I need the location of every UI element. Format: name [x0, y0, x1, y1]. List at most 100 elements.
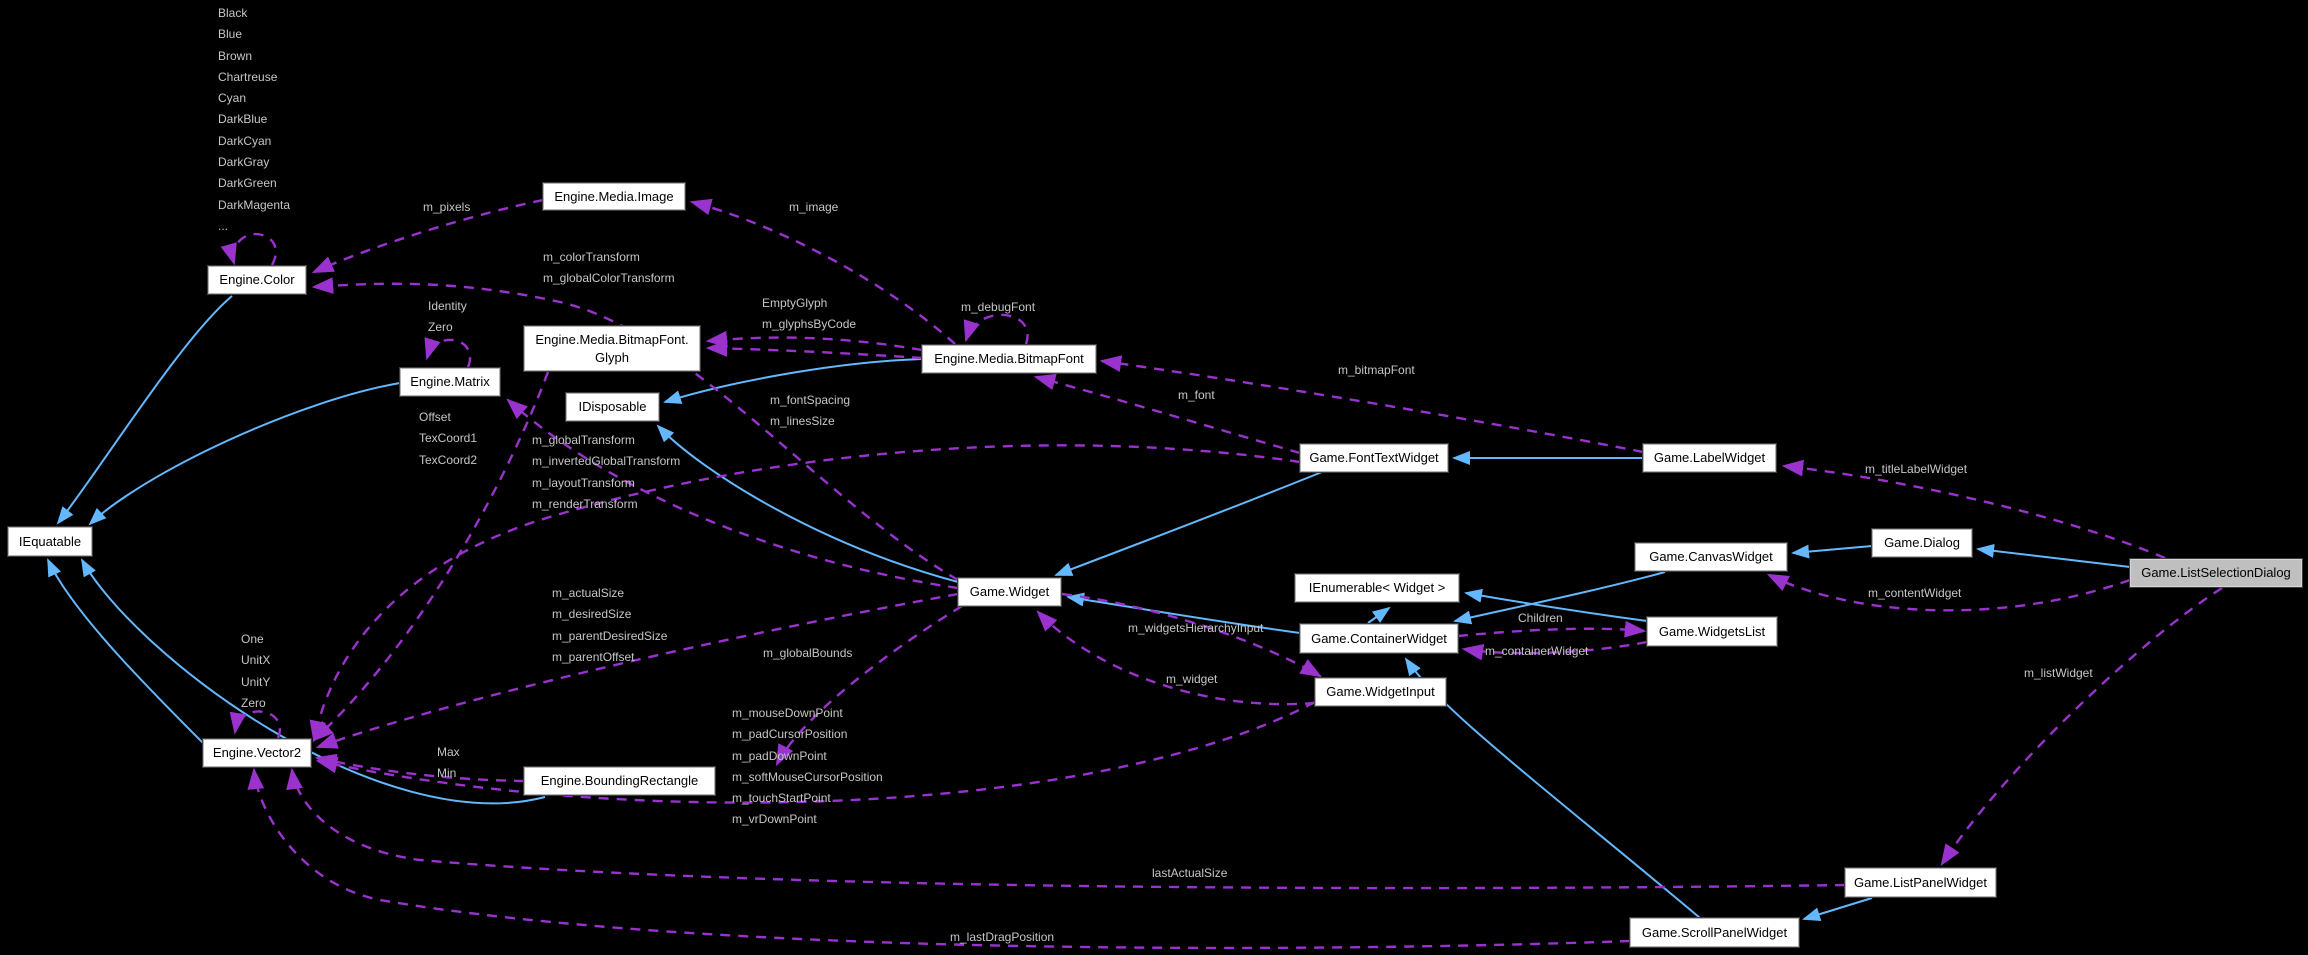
edge-matrix-self-loop	[424, 337, 472, 368]
edge-label-line: Zero	[428, 320, 453, 335]
edge-dialog-to-canvaswidget	[1791, 544, 1873, 559]
edge-containerwidget-to-widget	[1066, 592, 1301, 634]
node-label: Engine.Matrix	[410, 374, 490, 390]
edge-widgetslist-to-ienumerable	[1464, 588, 1648, 622]
edge-label-m-image: m_image	[789, 200, 839, 214]
node-game-widgetslist[interactable]: Game.WidgetsList	[1647, 617, 1777, 646]
node-label: Game.WidgetsList	[1658, 623, 1766, 639]
node-engine-media-image[interactable]: Engine.Media.Image	[543, 183, 685, 210]
node-game-widgetinput[interactable]: Game.WidgetInput	[1315, 678, 1446, 706]
node-label: Game.ScrollPanelWidget	[1641, 924, 1788, 940]
edge-label-line: m_touchStartPoint	[732, 791, 831, 806]
node-label: Engine.BoundingRectangle	[540, 773, 699, 789]
node-ienumerable-widget[interactable]: IEnumerable< Widget >	[1295, 574, 1459, 602]
node-engine-media-bitmapfont-glyph[interactable]: Engine.Media.BitmapFont. Glyph	[524, 326, 700, 371]
edge-label-line: m_layoutTransform	[532, 475, 635, 490]
edge-color-self-loop	[220, 233, 277, 266]
edge-containerwidget-to-ienumerable	[1367, 606, 1391, 624]
node-label: IDisposable	[578, 399, 647, 415]
edge-label-line: Blue	[218, 27, 243, 42]
edge-containerwidget-to-widgetslist	[1457, 620, 1647, 638]
edge-listpanelwidget-to-scrollpanelwidget	[1802, 897, 1873, 921]
node-game-dialog[interactable]: Game.Dialog	[1872, 529, 1972, 557]
edge-vector2-to-iequatable	[47, 558, 205, 745]
node-label: IEquatable	[18, 533, 82, 549]
edge-label-line: Zero	[241, 695, 266, 710]
node-label: Game.FontTextWidget	[1309, 450, 1439, 466]
node-iequatable[interactable]: IEquatable	[8, 527, 92, 556]
edge-widget-to-vector2-sizes	[315, 592, 959, 749]
edge-listselectiondialog-to-listpanelwidget	[1940, 586, 2223, 867]
edge-label-lastactualsize: lastActualSize	[1152, 866, 1228, 880]
node-label: Game.Widget	[969, 584, 1050, 600]
edge-boundingrectangle-to-vector2	[314, 753, 525, 783]
edge-label-line: Max	[437, 745, 460, 759]
edge-widgetinput-to-widget	[1036, 610, 1316, 706]
edge-fonttextwidget-to-vector2	[309, 444, 1301, 743]
node-game-listpanelwidget[interactable]: Game.ListPanelWidget	[1845, 868, 1996, 897]
edge-label-line: UnitY	[241, 674, 271, 689]
node-label: Engine.Media.Image	[554, 188, 674, 204]
edge-labelwidget-to-bitmapfont	[1099, 355, 1644, 454]
node-label: Game.WidgetInput	[1326, 684, 1435, 700]
edge-label-line: DarkCyan	[218, 133, 272, 148]
edge-label-line: DarkGray	[218, 155, 270, 170]
node-engine-media-bitmapfont[interactable]: Engine.Media.BitmapFont	[922, 345, 1096, 373]
edge-label-line: m_glyphsByCode	[762, 317, 857, 332]
edge-label-glyph-refs: EmptyGlyph m_glyphsByCode	[762, 292, 856, 335]
node-engine-color[interactable]: Engine.Color	[208, 266, 306, 294]
node-engine-matrix[interactable]: Engine.Matrix	[400, 368, 500, 396]
edge-label-line: Identity	[428, 299, 467, 313]
node-idisposable[interactable]: IDisposable	[566, 393, 659, 421]
node-label: Engine.Vector2	[212, 745, 302, 761]
node-game-widget[interactable]: Game.Widget	[958, 578, 1061, 606]
node-label: Game.CanvasWidget	[1649, 549, 1773, 565]
node-engine-vector2[interactable]: Engine.Vector2	[203, 739, 311, 767]
edge-label-line: m_padDownPoint	[732, 748, 827, 763]
node-label: Game.ListPanelWidget	[1854, 874, 1987, 890]
edge-label-m-widget: m_widget	[1166, 672, 1218, 686]
edge-widgetinput-to-vector2	[315, 700, 1316, 804]
node-engine-boundingrectangle[interactable]: Engine.BoundingRectangle	[524, 767, 715, 795]
edge-listselectiondialog-to-dialog	[1976, 543, 2131, 568]
edge-label-m-bitmapfont: m_bitmapFont	[1338, 363, 1415, 377]
edge-label-line: Black	[218, 6, 248, 20]
node-game-labelwidget[interactable]: Game.LabelWidget	[1643, 444, 1776, 472]
node-game-fonttextwidget[interactable]: Game.FontTextWidget	[1300, 444, 1448, 472]
edge-label-m-widgetshierarchyinput: m_widgetsHierarchyInput	[1128, 621, 1264, 635]
edge-label-line: EmptyGlyph	[762, 296, 828, 310]
edge-label-line: DarkMagenta	[218, 197, 291, 212]
node-game-canvaswidget[interactable]: Game.CanvasWidget	[1635, 543, 1787, 571]
edge-listselectiondialog-to-canvaswidget	[1766, 573, 2131, 612]
edge-label-line: Chartreuse	[218, 69, 278, 84]
edge-label-line: m_vrDownPoint	[732, 812, 817, 827]
edge-label-m-listwidget: m_listWidget	[2024, 666, 2093, 680]
edge-canvaswidget-to-containerwidget	[1453, 571, 1666, 625]
edge-widget-to-boundingrectangle	[775, 604, 963, 767]
edge-label-line: m_parentDesiredSize	[552, 628, 668, 643]
edge-label-line: m_desiredSize	[552, 607, 632, 622]
edge-widget-to-widgetinput	[1061, 592, 1323, 678]
edge-label-line: m_globalColorTransform	[543, 271, 675, 286]
edge-bitmapfont-to-image	[689, 198, 956, 345]
edge-widgetslist-to-containerwidget	[1461, 640, 1648, 661]
edge-label-line: Offset	[419, 410, 451, 424]
edge-scrollpanelwidget-to-containerwidget	[1404, 657, 1701, 919]
edge-label-line: TexCoord1	[419, 431, 478, 446]
node-label: Glyph	[595, 349, 629, 365]
edge-widget-to-color	[311, 277, 959, 582]
edge-bitmapfont-to-glyph-b	[705, 340, 923, 360]
node-game-scrollpanelwidget[interactable]: Game.ScrollPanelWidget	[1630, 918, 1799, 947]
node-label: IEnumerable< Widget >	[1308, 580, 1446, 596]
edge-label-m-font: m_font	[1178, 388, 1215, 402]
node-game-containerwidget[interactable]: Game.ContainerWidget	[1300, 624, 1458, 653]
node-label: Game.ContainerWidget	[1311, 630, 1447, 646]
